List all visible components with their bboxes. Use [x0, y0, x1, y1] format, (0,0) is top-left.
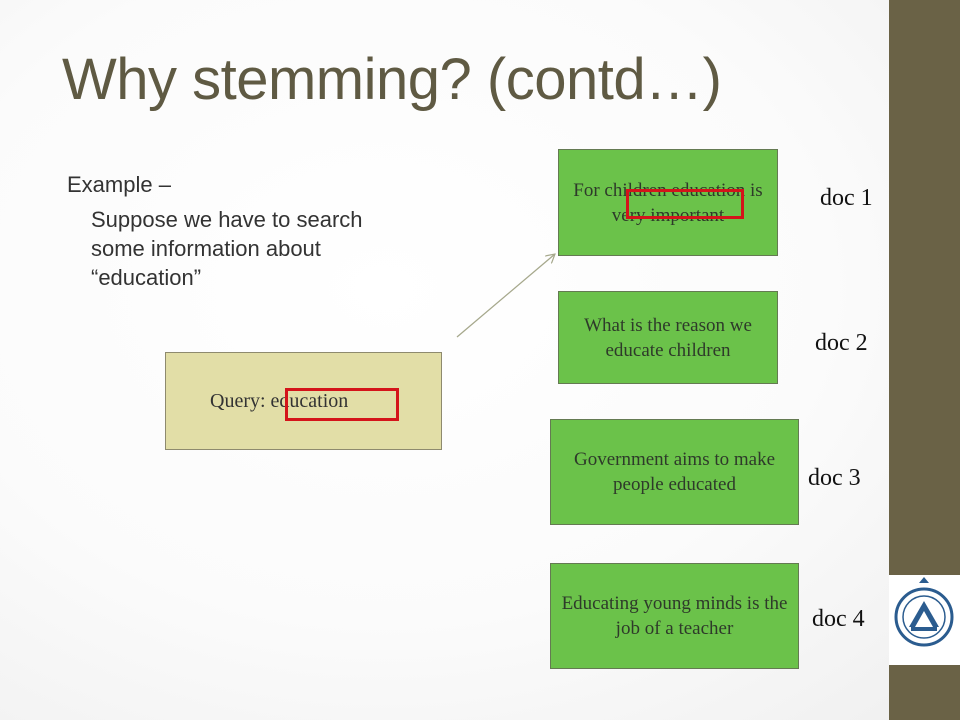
doc-box-3: Government aims to make people educated — [550, 419, 799, 525]
query-term-highlight — [285, 388, 399, 421]
indian-school-of-mines-logo-icon — [889, 575, 960, 665]
arrow-line — [456, 254, 555, 338]
doc-label-2: doc 2 — [815, 330, 868, 356]
example-text: Suppose we have to search some informati… — [91, 207, 363, 290]
doc-box-4: Educating young minds is the job of a te… — [550, 563, 799, 669]
query-box — [165, 352, 442, 450]
example-label: Example – — [67, 172, 171, 197]
doc-label-4: doc 4 — [812, 606, 865, 632]
doc-label-3: doc 3 — [808, 465, 861, 491]
slide-title: Why stemming? (contd…) — [62, 47, 722, 112]
doc-label-1: doc 1 — [820, 185, 873, 211]
query-text: Query: education — [210, 390, 349, 412]
doc-1-term-highlight — [626, 189, 744, 219]
doc-box-2: What is the reason we educate children — [558, 291, 778, 384]
